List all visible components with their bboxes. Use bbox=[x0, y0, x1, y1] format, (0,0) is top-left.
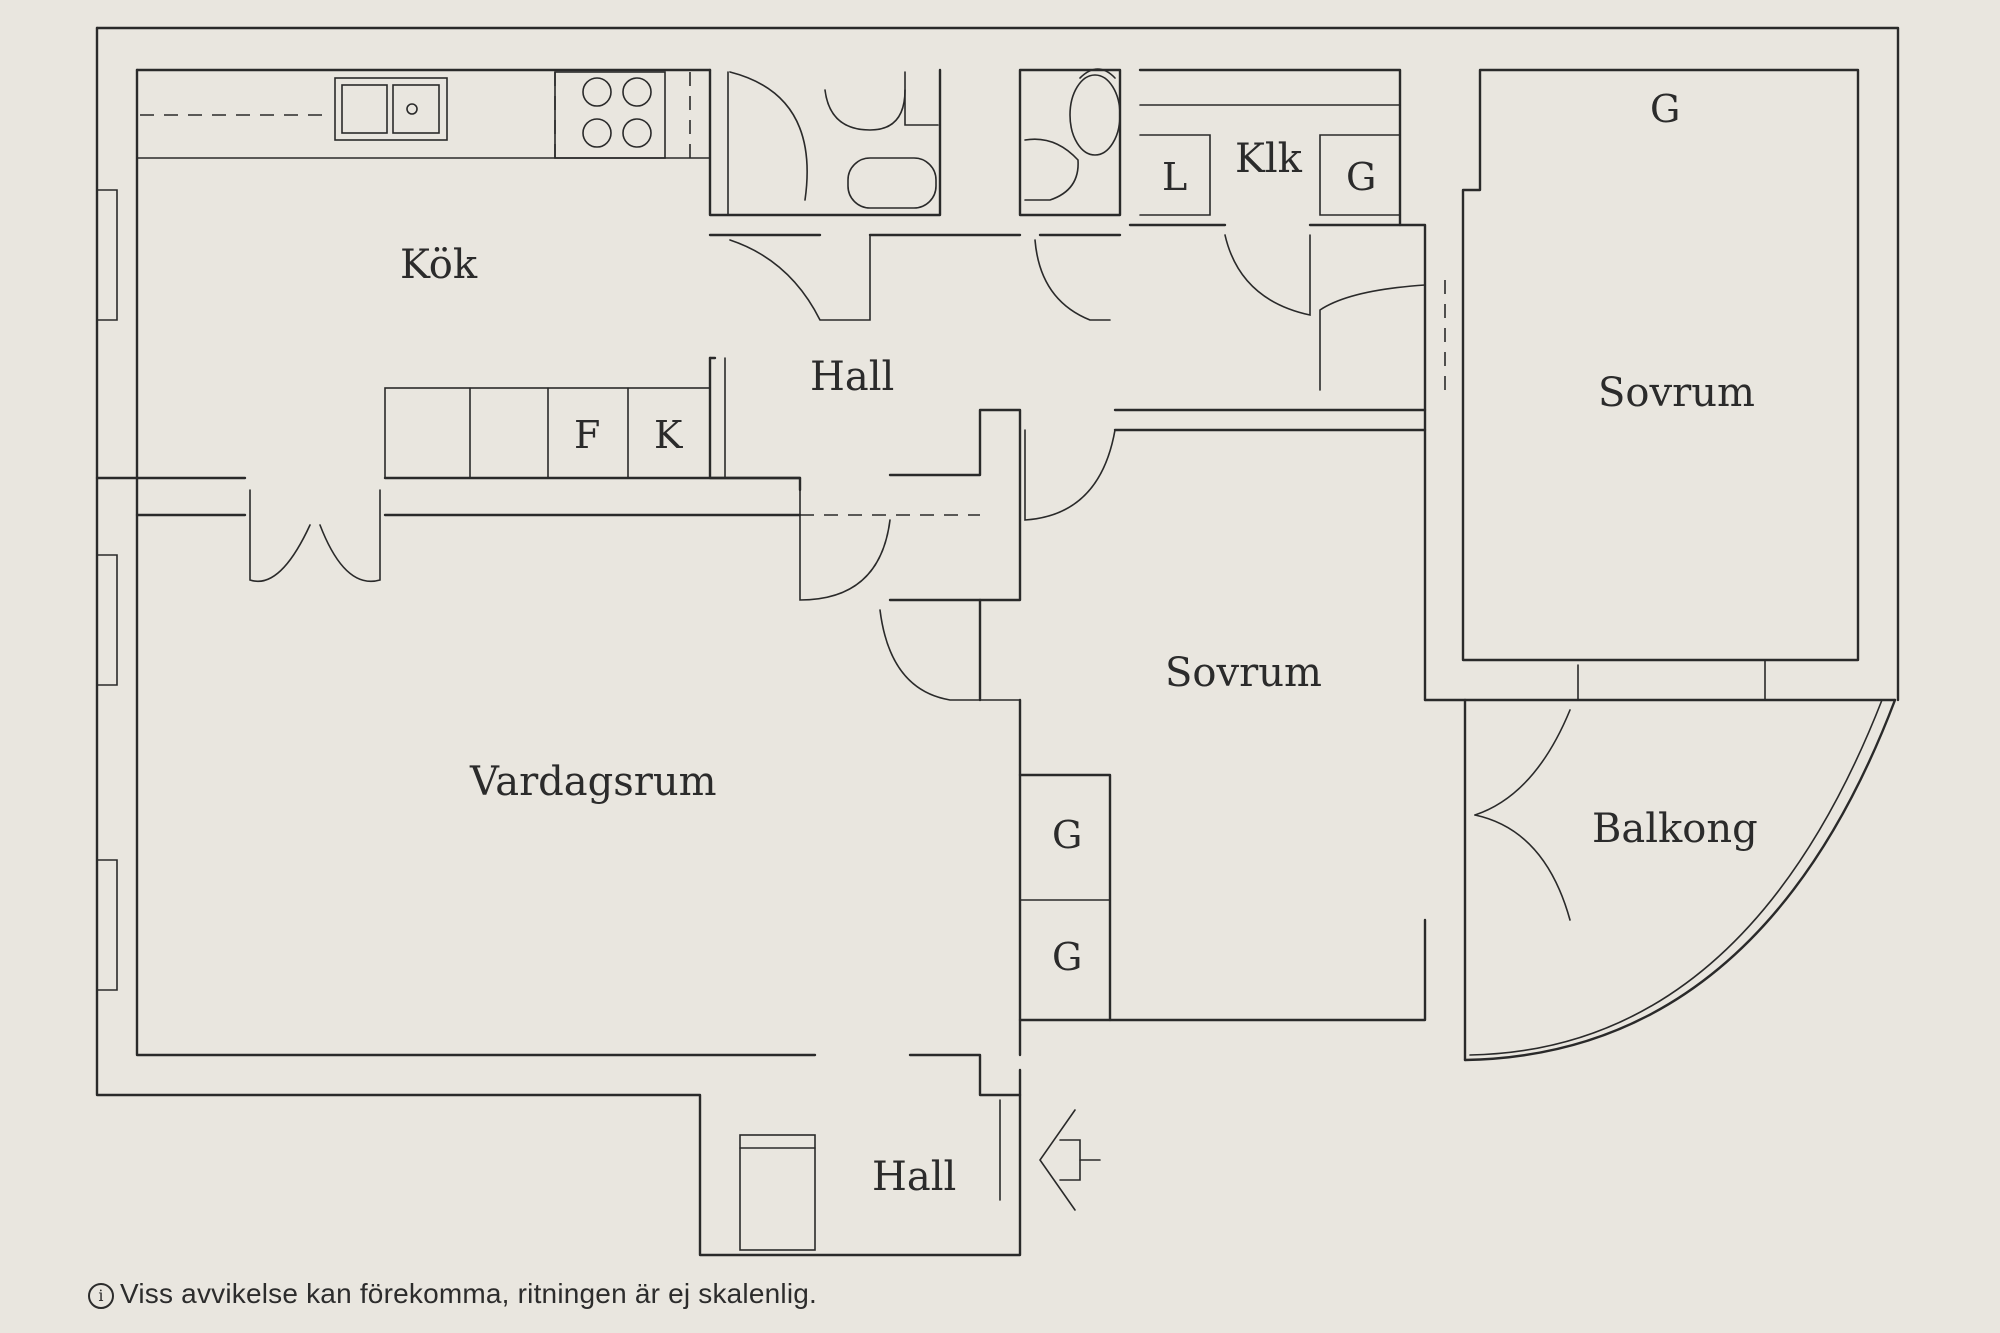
storage-label-wardrobe-closet: G bbox=[1346, 155, 1376, 199]
room-label-kitchen: Kök bbox=[400, 242, 478, 288]
room-label-living-room: Vardagsrum bbox=[469, 759, 717, 805]
storage-label-wardrobe-bedroom: G bbox=[1650, 87, 1680, 131]
room-label-bedroom-center: Sovrum bbox=[1165, 650, 1322, 696]
balcony-area bbox=[1423, 659, 1897, 1062]
center-bedroom-walls bbox=[879, 609, 1427, 1097]
storage-label-freezer: K bbox=[654, 413, 683, 457]
info-icon: i bbox=[88, 1283, 114, 1309]
disclaimer-text: Viss avvikelse kan förekomma, ritningen … bbox=[120, 1278, 817, 1309]
closet-area bbox=[1128, 68, 1427, 412]
room-label-bedroom-right: Sovrum bbox=[1598, 370, 1755, 416]
hall-walls bbox=[708, 233, 1446, 702]
room-label-balcony: Balkong bbox=[1592, 806, 1758, 852]
room-label-hall-upper: Hall bbox=[810, 354, 894, 400]
storage-label-wardrobe-center-1: G bbox=[1052, 813, 1082, 857]
entry-hall bbox=[739, 1099, 1101, 1251]
bathroom-1 bbox=[708, 68, 942, 217]
kitchen-living-divider bbox=[95, 408, 1116, 702]
room-label-closet: Klk bbox=[1235, 136, 1303, 182]
outer-walls bbox=[95, 26, 1900, 1257]
storage-label-linen: L bbox=[1162, 155, 1187, 199]
storage-label-fridge: F bbox=[574, 413, 600, 457]
bathroom-2 bbox=[1018, 68, 1122, 217]
kitchen-counter bbox=[136, 71, 711, 159]
storage-label-wardrobe-center-2: G bbox=[1052, 935, 1082, 979]
room-label-hall-lower: Hall bbox=[872, 1154, 956, 1200]
